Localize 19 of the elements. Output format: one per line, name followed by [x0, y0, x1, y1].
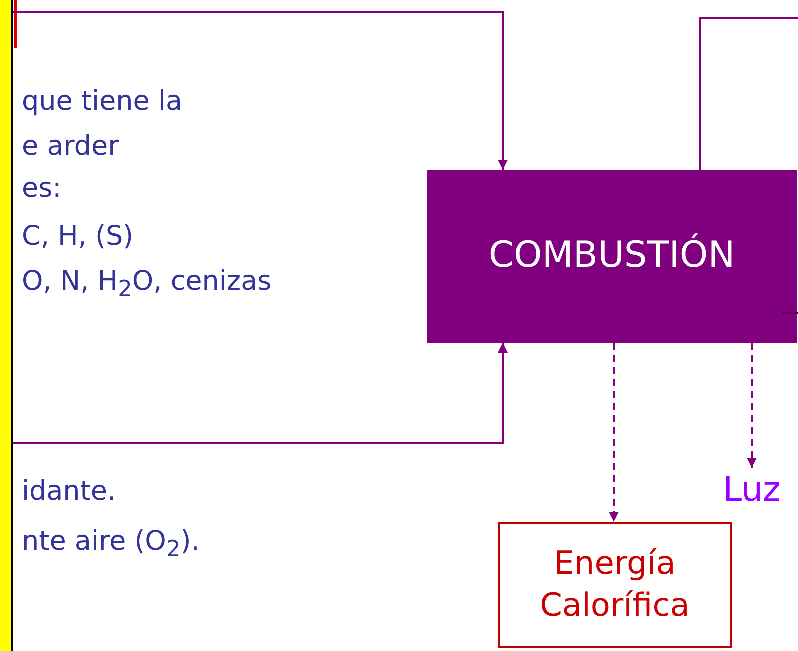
- text-line: es:: [22, 175, 62, 202]
- text-line: e arder: [22, 133, 120, 160]
- output-box: [498, 522, 732, 648]
- arrow: [13, 11, 508, 170]
- arrow: [609, 343, 619, 522]
- box-label: Energía Calorífica: [539, 543, 691, 626]
- box-label: COMBUSTIÓN: [488, 233, 736, 278]
- text-line: C, H, (S): [22, 223, 134, 250]
- text-line: que tiene la: [22, 88, 182, 115]
- text-line: O, N, H$_{2}$O, cenizas: [22, 268, 272, 301]
- text-line: nte aire (O$_{2}$).: [22, 528, 200, 561]
- arrow: [13, 343, 508, 444]
- side-bar: [0, 0, 13, 651]
- connector-line: [699, 17, 798, 170]
- connector-line: [782, 312, 798, 314]
- text-line: idante.: [22, 478, 116, 505]
- process-box: [427, 170, 797, 343]
- output-text: Luz: [723, 468, 781, 512]
- arrow: [747, 343, 757, 468]
